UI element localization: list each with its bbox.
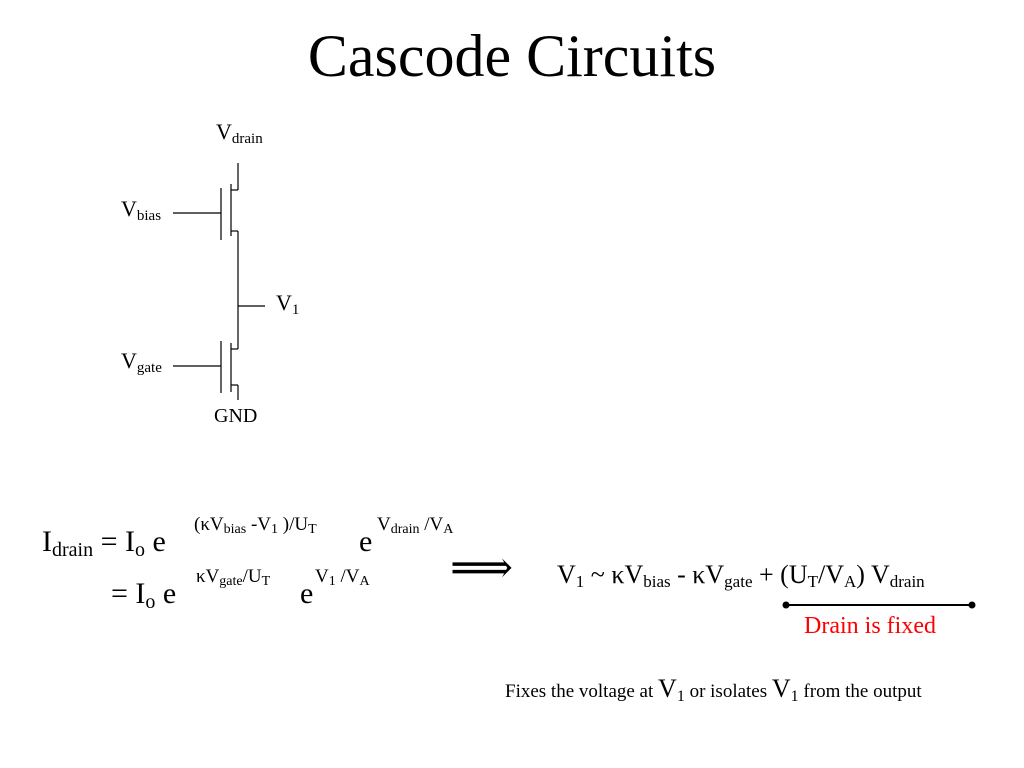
- fixed-drain-marker: [782, 601, 976, 609]
- page-title: Cascode Circuits: [307, 23, 717, 89]
- v1-label: V1: [276, 290, 300, 318]
- v-gate-label: Vgate: [121, 348, 162, 376]
- equation-line1-main: Idrain = Io e: [42, 525, 166, 561]
- equation-exponent-1: (κVbias -V1 )/UT: [194, 514, 317, 537]
- gnd-label: GND: [214, 405, 258, 427]
- equation-e2: e: [359, 525, 373, 558]
- equation-exponent-4: V1 /VA: [315, 566, 370, 589]
- result-expression: V1 ~ κVbias - κVgate + (UT/VA) Vdrain: [557, 560, 925, 591]
- equation-exponent-2: Vdrain /VA: [377, 514, 454, 537]
- drain-fixed-note: Drain is fixed: [804, 613, 936, 639]
- equation-e4: e: [300, 577, 314, 610]
- footnote: Fixes the voltage at V1 or isolates V1 f…: [505, 674, 922, 705]
- equation-line2-main: = Io e: [111, 577, 177, 613]
- implies-arrow: ⟹: [450, 543, 514, 592]
- v-bias-label: Vbias: [121, 196, 162, 224]
- equation-exponent-3: κVgate/UT: [196, 566, 271, 589]
- v-drain-label: Vdrain: [216, 119, 263, 147]
